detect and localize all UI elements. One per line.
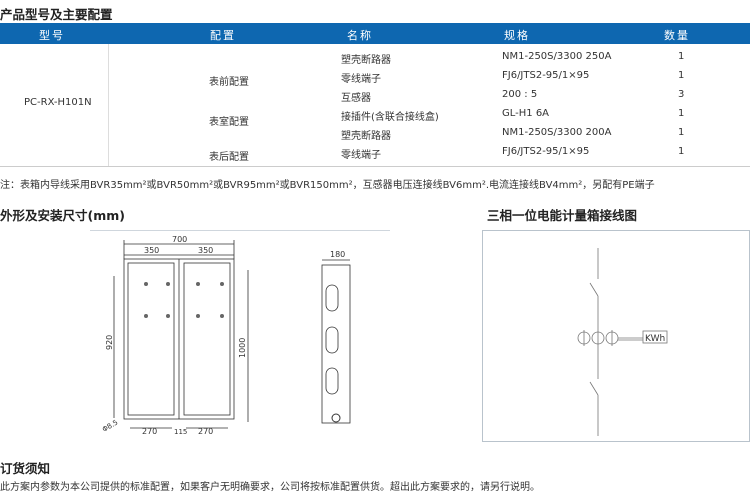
dim-half1: 350	[144, 246, 159, 255]
table-bottom-border	[0, 166, 750, 167]
header-qty: 数量	[664, 29, 690, 42]
row-qty: 1	[678, 146, 685, 157]
model-cell: PC-RX-H101N	[24, 97, 92, 108]
row-name: 零线端子	[341, 74, 381, 85]
header-config: 配置	[210, 29, 236, 42]
header-model: 型号	[39, 29, 65, 42]
dim-width: 700	[172, 235, 187, 244]
dims-section-title: 外形及安装尺寸(mm)	[0, 208, 125, 223]
row-spec: FJ6/JTS2-95/1×95	[502, 146, 590, 157]
row-name: 互感器	[341, 93, 371, 104]
group-cell: 表室配置	[209, 117, 249, 128]
wiring-diagram: KWh	[482, 230, 750, 442]
dims-divider	[90, 230, 390, 231]
order-section-title: 订货须知	[0, 461, 51, 476]
row-name: 塑壳断路器	[341, 131, 391, 142]
config-section-title: 产品型号及主要配置	[0, 7, 113, 22]
dim-gap: 115	[174, 428, 187, 436]
row-spec: GL-H1 6A	[502, 108, 550, 119]
dim-height: 1000	[238, 338, 247, 358]
row-qty: 1	[678, 127, 685, 138]
dimension-drawing: 700 350 350 1000 920 270 115 270 Φ8.5 18…	[101, 235, 351, 436]
row-name: 塑壳断路器	[341, 55, 391, 66]
dim-half2: 350	[198, 246, 213, 255]
row-spec: FJ6/JTS2-95/1×95	[502, 70, 590, 81]
row-spec: 200 : 5	[502, 89, 538, 100]
row-qty: 1	[678, 51, 685, 62]
dim-mount1: 270	[142, 427, 157, 436]
header-spec: 规格	[504, 29, 530, 42]
table-header: 型号 配置 名称 规格 数量	[0, 23, 750, 44]
dim-mount2: 270	[198, 427, 213, 436]
group-cell: 表前配置	[209, 77, 249, 88]
dim-depth: 180	[330, 250, 345, 259]
column-divider	[108, 44, 109, 166]
dim-hole: Φ8.5	[101, 418, 119, 433]
row-qty: 1	[678, 70, 685, 81]
row-name: 接插件(含联合接线盒)	[341, 112, 439, 123]
row-spec: NM1-250S/3300 200A	[502, 127, 612, 138]
dim-inner-height: 920	[105, 335, 114, 350]
row-spec: NM1-250S/3300 250A	[502, 51, 612, 62]
header-name: 名称	[347, 29, 373, 42]
row-qty: 3	[678, 89, 685, 100]
group-cell: 表后配置	[209, 152, 249, 163]
meter-label: KWh	[645, 334, 665, 344]
row-qty: 1	[678, 108, 685, 119]
table-note: 注：表箱内导线采用BVR35mm²或BVR50mm²或BVR95mm²或BVR1…	[0, 180, 655, 191]
order-text: 此方案内参数为本公司提供的标准配置，如果客户无明确要求，公司将按标准配置供货。超…	[0, 482, 540, 493]
wiring-section-title: 三相一位电能计量箱接线图	[487, 208, 638, 223]
row-name: 零线端子	[341, 150, 381, 161]
